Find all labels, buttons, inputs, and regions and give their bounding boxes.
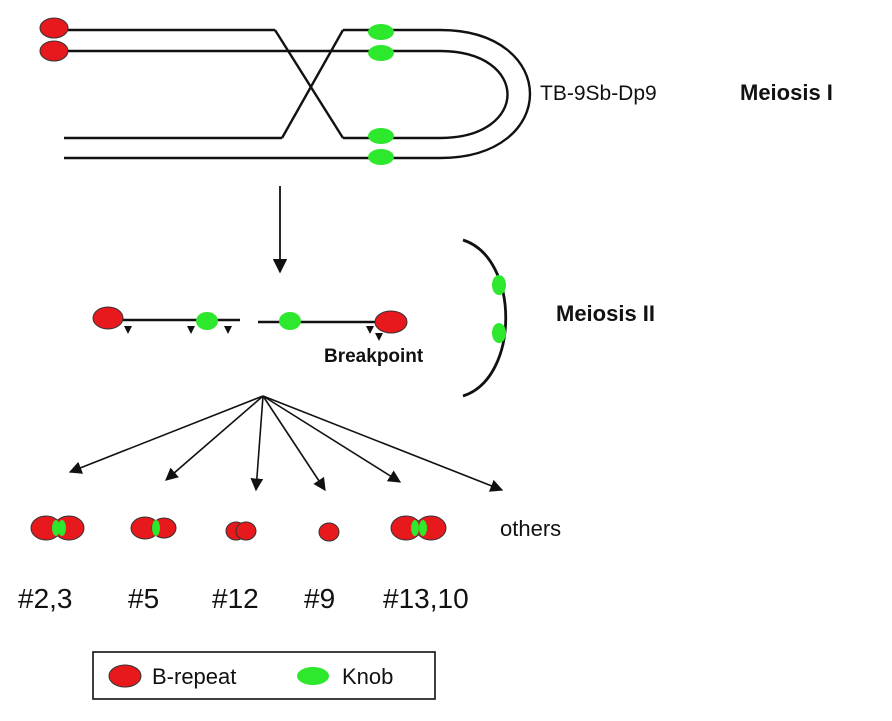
meiosis2-label: Meiosis II xyxy=(556,301,655,326)
breakpoint-label: Breakpoint xyxy=(324,346,424,367)
breakpoint-marker xyxy=(375,333,383,341)
meiosis2-chromatids xyxy=(92,306,408,341)
meiosis2-arc xyxy=(462,238,508,398)
product-arrows xyxy=(68,395,504,492)
knob-icon xyxy=(368,149,394,165)
product-5 xyxy=(390,515,447,541)
legend: B-repeat Knob xyxy=(92,651,436,700)
meiosis1-label: Meiosis I xyxy=(740,80,833,105)
knob-icon xyxy=(368,45,394,61)
product-4 xyxy=(318,522,340,542)
product-label: #13,10 xyxy=(383,583,469,614)
product-label: #2,3 xyxy=(18,583,73,614)
breakpoint-marker xyxy=(366,326,374,334)
product-2 xyxy=(130,516,177,540)
legend-knob-label: Knob xyxy=(342,664,393,689)
b-repeat-icon xyxy=(92,306,124,330)
product-label: #5 xyxy=(128,583,159,614)
product-3 xyxy=(225,521,257,541)
breakpoint-marker xyxy=(124,326,132,334)
b-repeat-icon xyxy=(374,310,408,334)
knob-icon xyxy=(297,667,329,685)
breakpoint-marker xyxy=(224,326,232,334)
meiosis1-chromosome xyxy=(64,28,532,160)
legend-b-repeat-label: B-repeat xyxy=(152,664,236,689)
product-1 xyxy=(30,515,85,541)
breakpoint-marker xyxy=(187,326,195,334)
product-label-others: others xyxy=(500,516,561,541)
b-repeat-icon xyxy=(108,664,142,688)
b-repeat-icon xyxy=(39,17,69,39)
product-label: #12 xyxy=(212,583,259,614)
knob-icon xyxy=(492,323,506,343)
knob-icon xyxy=(196,312,218,330)
knob-icon xyxy=(368,128,394,144)
b-repeat-icon xyxy=(39,40,69,62)
knob-icon xyxy=(368,24,394,40)
knob-icon xyxy=(279,312,301,330)
chromosome-label: TB-9Sb-Dp9 xyxy=(540,82,657,105)
product-label: #9 xyxy=(304,583,335,614)
knob-icon xyxy=(492,275,506,295)
